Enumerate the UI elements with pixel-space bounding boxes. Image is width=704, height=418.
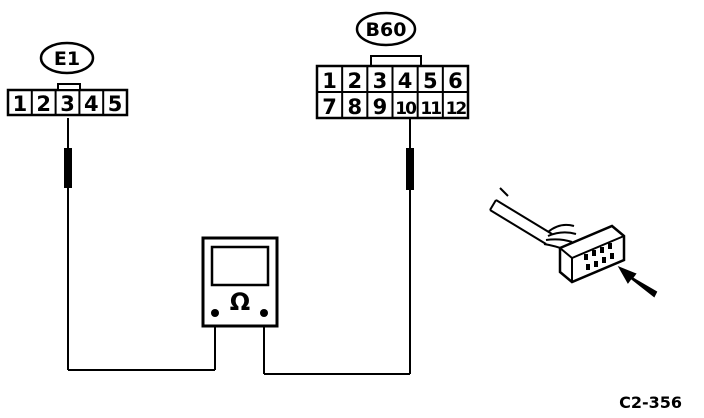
connector-b60-pin: 10 — [395, 99, 417, 119]
connector-e1-pin: 4 — [84, 92, 99, 116]
wire-3 — [545, 238, 573, 243]
connector-e1-pin: 1 — [13, 92, 28, 116]
connector-b60-label: B60 — [366, 19, 407, 41]
connector-e1-pin: 5 — [108, 92, 123, 116]
connector-b60-pin: 5 — [423, 69, 438, 93]
probe-left — [64, 118, 216, 371]
connector-e1-label: E1 — [54, 48, 80, 70]
connector-e1-latch — [57, 83, 81, 91]
connector-b60-pin: 2 — [347, 69, 362, 93]
connector-b60-pin: 4 — [398, 69, 413, 93]
connector-b60-pin: 11 — [420, 99, 441, 119]
connector-pin-holes — [584, 243, 614, 270]
ohmmeter-terminal-right — [260, 309, 268, 317]
probe-right-handle — [406, 148, 414, 190]
ohm-symbol: Ω — [230, 288, 250, 316]
connector-b60-pin: 7 — [322, 95, 337, 119]
connector-b60-pin: 3 — [373, 69, 388, 93]
insertion-arrow-icon — [617, 266, 658, 298]
ohmmeter-terminal-left — [211, 309, 219, 317]
ohmmeter: Ω — [201, 236, 279, 328]
connector-b60-pin: 12 — [446, 99, 467, 119]
probe-left-handle — [64, 148, 72, 188]
cable-edge-top — [495, 199, 553, 235]
cable-edge-bottom — [489, 209, 547, 245]
connector-b60-pin: 6 — [448, 69, 463, 93]
wire-1 — [547, 223, 575, 233]
figure-id: C2-356 — [619, 393, 682, 412]
connector-e1-pin: 3 — [60, 92, 75, 116]
connector-b60-label-oval — [355, 11, 417, 47]
connector-illustration — [489, 187, 658, 298]
connector-b60-pin: 1 — [322, 69, 337, 93]
connector-e1-pin: 2 — [36, 92, 51, 116]
probe-right — [263, 118, 414, 375]
cable-end — [489, 199, 497, 211]
connector-b60-pin: 8 — [347, 95, 362, 119]
cable-sheath — [499, 187, 509, 197]
connector-b60-pin: 9 — [373, 95, 388, 119]
connector-e1-label-oval — [39, 41, 95, 75]
connector-b60-latch — [370, 55, 422, 67]
connector-e1-housing — [6, 88, 129, 117]
ohmmeter-display — [210, 245, 270, 287]
wire-2 — [547, 231, 577, 237]
